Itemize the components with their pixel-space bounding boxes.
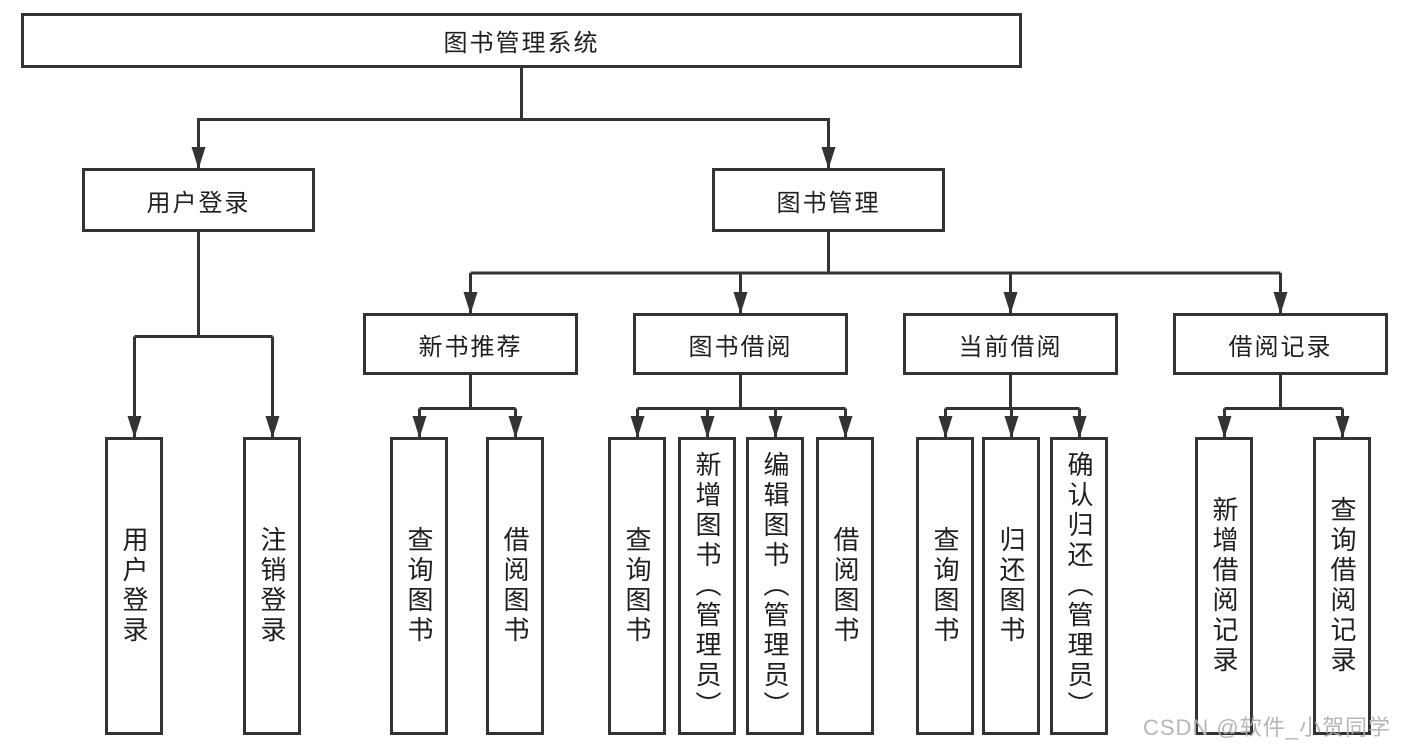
node-label: 借阅记录 (1228, 333, 1333, 361)
leaf-label: 归还图书 (996, 526, 1026, 646)
node-borrowing-records: 借阅记录 (1173, 313, 1388, 375)
leaf-edit-book-admin: 编辑图书（管理员） (746, 437, 804, 735)
node-book-management: 图书管理 (712, 168, 945, 232)
leaf-label: 新增借阅记录 (1209, 496, 1239, 676)
leaf-add-borrow-record: 新增借阅记录 (1195, 437, 1253, 735)
leaf-query-books-current: 查询图书 (916, 437, 974, 735)
leaf-query-books-borrowing: 查询图书 (608, 437, 666, 735)
node-label: 当前借阅 (958, 333, 1063, 361)
leaf-query-books-recommend: 查询图书 (390, 437, 448, 735)
leaf-label: 确认归还（管理员） (1064, 451, 1094, 721)
leaf-label: 借阅图书 (830, 526, 860, 646)
leaf-add-book-admin: 新增图书（管理员） (678, 437, 736, 735)
watermark: CSDN @软件_小贺同学 (1142, 715, 1391, 740)
leaf-user-login: 用户登录 (105, 437, 163, 735)
leaf-confirm-return-admin: 确认归还（管理员） (1050, 437, 1108, 735)
leaf-label: 查询图书 (404, 526, 434, 646)
leaf-label: 用户登录 (119, 526, 149, 646)
node-label: 新书推荐 (418, 333, 523, 361)
leaf-borrow-books-recommend: 借阅图书 (486, 437, 544, 735)
node-new-book-recommend: 新书推荐 (363, 313, 578, 375)
node-library-management-system: 图书管理系统 (21, 13, 1022, 68)
leaf-label: 注销登录 (257, 526, 287, 646)
node-user-login: 用户登录 (82, 168, 315, 232)
leaf-label: 查询图书 (930, 526, 960, 646)
leaf-label: 借阅图书 (500, 526, 530, 646)
leaf-label: 新增图书（管理员） (692, 451, 722, 721)
leaf-query-borrow-record: 查询借阅记录 (1313, 437, 1371, 735)
leaf-logout: 注销登录 (243, 437, 301, 735)
leaf-label: 查询借阅记录 (1327, 496, 1357, 676)
leaf-label: 查询图书 (622, 526, 652, 646)
leaf-label: 编辑图书（管理员） (760, 451, 790, 721)
node-label: 图书借阅 (688, 333, 793, 361)
leaf-borrow-books-borrowing: 借阅图书 (816, 437, 874, 735)
leaf-return-books: 归还图书 (982, 437, 1040, 735)
node-label: 图书管理 (776, 189, 881, 217)
node-current-borrowing: 当前借阅 (903, 313, 1118, 375)
node-label: 用户登录 (146, 189, 251, 217)
node-label: 图书管理系统 (443, 30, 600, 57)
node-book-borrowing: 图书借阅 (633, 313, 848, 375)
